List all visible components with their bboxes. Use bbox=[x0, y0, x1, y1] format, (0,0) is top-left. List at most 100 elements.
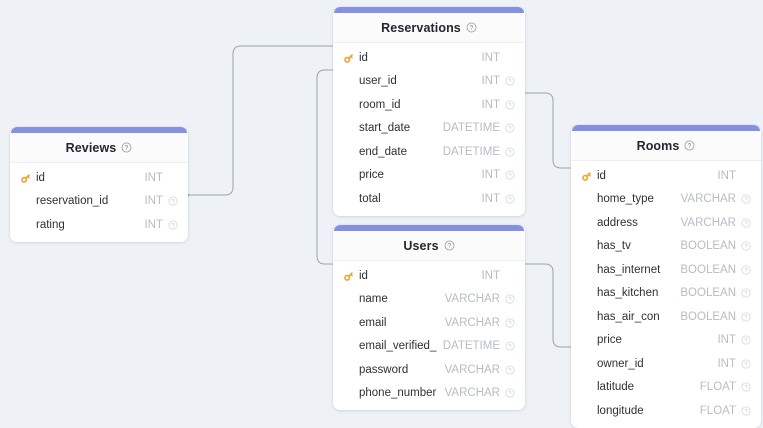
field-type: INT bbox=[481, 169, 500, 182]
field-name: end_date bbox=[359, 145, 407, 158]
field-name: has_tv bbox=[597, 240, 631, 253]
field-name: id bbox=[359, 51, 368, 64]
field-name: id bbox=[597, 169, 606, 182]
field-row[interactable]: end_date DATETIME bbox=[333, 140, 525, 164]
help-circle-icon[interactable] bbox=[504, 147, 515, 157]
field-type: VARCHAR bbox=[444, 387, 500, 400]
help-circle-icon[interactable] bbox=[121, 142, 132, 153]
primary-key-icon bbox=[342, 270, 355, 282]
field-name: user_id bbox=[359, 75, 397, 88]
field-type: INT bbox=[717, 357, 736, 370]
field-name: id bbox=[36, 171, 45, 184]
help-circle-icon[interactable] bbox=[504, 76, 515, 86]
field-row[interactable]: email_verified_atDATETIME bbox=[333, 335, 525, 359]
field-type: BOOLEAN bbox=[680, 287, 736, 300]
field-name: price bbox=[359, 169, 384, 182]
help-circle-icon[interactable] bbox=[167, 196, 178, 206]
relationship-reservations-room-to-rooms-id[interactable] bbox=[518, 88, 572, 169]
help-circle-icon[interactable] bbox=[504, 123, 515, 133]
field-type: BOOLEAN bbox=[680, 263, 736, 276]
relationship-reviews-reservation-to-reservations-id[interactable] bbox=[182, 45, 334, 200]
help-circle-icon[interactable] bbox=[740, 359, 751, 369]
table-title: Users bbox=[403, 238, 439, 253]
field-name: price bbox=[597, 334, 622, 347]
help-circle-icon[interactable] bbox=[740, 241, 751, 251]
field-name: rating bbox=[36, 218, 65, 231]
field-type: DATETIME bbox=[442, 145, 500, 158]
relationship-users-id-to-rooms-owner[interactable] bbox=[525, 263, 578, 352]
field-type: INT bbox=[481, 269, 500, 282]
help-circle-icon[interactable] bbox=[740, 382, 751, 392]
help-circle-icon[interactable] bbox=[504, 194, 515, 204]
help-circle-icon[interactable] bbox=[504, 365, 515, 375]
help-circle-icon[interactable] bbox=[504, 100, 515, 110]
field-name: latitude bbox=[597, 381, 635, 394]
field-row[interactable]: latitude FLOAT bbox=[571, 376, 761, 400]
help-circle-icon[interactable] bbox=[444, 240, 455, 251]
help-circle-icon[interactable] bbox=[504, 388, 515, 398]
table-header[interactable]: Reviews bbox=[10, 133, 188, 163]
table-header[interactable]: Reservations bbox=[333, 13, 525, 43]
help-circle-icon[interactable] bbox=[466, 22, 477, 33]
field-type: DATETIME bbox=[442, 122, 500, 135]
help-circle-icon[interactable] bbox=[504, 294, 515, 304]
help-circle-icon[interactable] bbox=[504, 341, 515, 351]
help-circle-icon[interactable] bbox=[740, 335, 751, 345]
primary-key-icon bbox=[19, 172, 32, 184]
field-name: password bbox=[359, 363, 409, 376]
field-type: VARCHAR bbox=[444, 293, 500, 306]
field-name: longitude bbox=[597, 404, 644, 417]
table-header[interactable]: Rooms bbox=[571, 131, 761, 161]
help-circle-icon[interactable] bbox=[504, 170, 515, 180]
help-circle-icon[interactable] bbox=[740, 194, 751, 204]
help-circle-icon[interactable] bbox=[167, 220, 178, 230]
primary-key-icon bbox=[580, 170, 593, 182]
field-type: INT bbox=[481, 75, 500, 88]
help-circle-icon[interactable] bbox=[740, 218, 751, 228]
help-circle-icon[interactable] bbox=[504, 318, 515, 328]
table-accent-bar bbox=[11, 127, 187, 133]
table-accent-bar bbox=[334, 7, 524, 13]
help-circle-icon[interactable] bbox=[740, 288, 751, 298]
field-row[interactable]: price INT bbox=[333, 164, 525, 188]
help-circle-icon[interactable] bbox=[740, 265, 751, 275]
field-type: FLOAT bbox=[699, 381, 736, 394]
table-title: Reviews bbox=[65, 140, 117, 155]
table-header[interactable]: Users bbox=[333, 231, 525, 261]
field-name: has_air_con bbox=[597, 310, 660, 323]
help-circle-icon[interactable] bbox=[684, 140, 695, 151]
help-circle-icon[interactable] bbox=[740, 312, 751, 322]
field-row[interactable]: user_id INT bbox=[333, 70, 525, 94]
help-circle-icon[interactable] bbox=[740, 406, 751, 416]
